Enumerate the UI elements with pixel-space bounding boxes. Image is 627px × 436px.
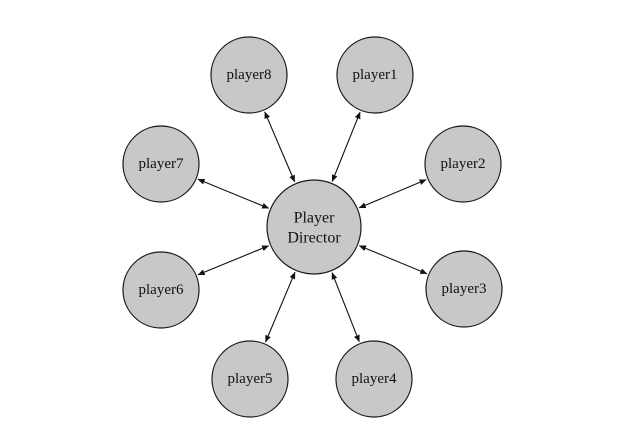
connector-center-player4 [331,272,360,343]
player4-label: player4 [352,371,397,387]
player-director-node: Player Director [266,179,362,275]
connector-center-player1 [331,111,361,182]
player2-label: player2 [441,156,486,172]
player8-label: player8 [227,67,272,83]
connector-center-player8 [264,111,296,183]
player8-node: player8 [210,36,288,114]
connector-center-player3 [358,245,428,275]
player5-circle [211,340,289,418]
player3-label: player3 [442,281,487,297]
player2-circle [424,125,502,203]
player2-node: player2 [424,125,502,203]
connector-center-player5 [264,271,296,343]
connector-center-player7 [197,178,270,209]
player7-label: player7 [139,156,184,172]
player6-label: player6 [139,282,184,298]
player6-circle [122,251,200,329]
player1-node: player1 [336,36,414,114]
player3-node: player3 [425,250,503,328]
player-director-label-line1: Player [294,210,336,227]
connector-center-player2 [358,179,427,209]
player6-node: player6 [122,251,200,329]
player3-circle [425,250,503,328]
player4-circle [335,340,413,418]
player-director-label-line2: Director [287,230,341,247]
edges-layer [197,111,428,343]
player1-label: player1 [353,67,398,83]
player7-node: player7 [122,125,200,203]
player-director-circle [266,179,362,275]
player5-node: player5 [211,340,289,418]
player7-circle [122,125,200,203]
player8-circle [210,36,288,114]
player5-label: player5 [228,371,273,387]
player1-circle [336,36,414,114]
player-nodes: player1 player2 player3 player4 player5 … [122,36,503,418]
player4-node: player4 [335,340,413,418]
connector-center-player6 [197,245,270,276]
